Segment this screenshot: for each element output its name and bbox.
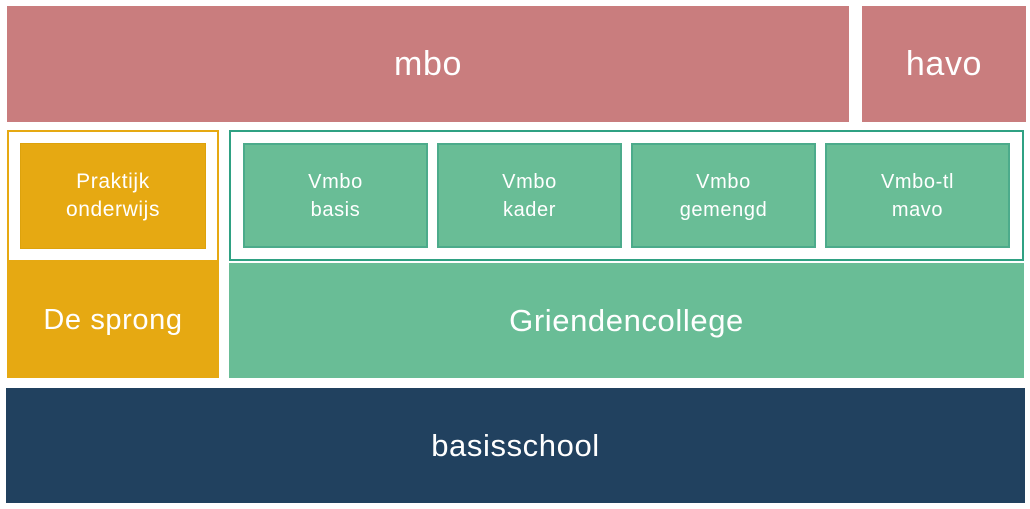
block-havo-label: havo	[905, 44, 983, 83]
block-vmbo-gemengd-label: Vmbo gemengd	[679, 170, 768, 221]
block-de-sprong-label: De sprong	[43, 303, 183, 336]
block-griendencollege-label: Griendencollege	[509, 302, 744, 338]
block-de-sprong: De sprong	[7, 262, 219, 378]
block-vmbo-basis: Vmbo basis	[243, 143, 428, 248]
block-vmbo-basis-label: Vmbo basis	[308, 170, 363, 221]
block-havo: havo	[862, 6, 1026, 122]
block-vmbo-tl-mavo-label: Vmbo-tl mavo	[880, 170, 955, 221]
block-mbo-label: mbo	[394, 44, 462, 83]
block-vmbo-kader: Vmbo kader	[437, 143, 622, 248]
block-vmbo-tl-mavo: Vmbo-tl mavo	[825, 143, 1010, 248]
praktijk-onderwijs-outline: Praktijk onderwijs	[7, 130, 219, 262]
block-vmbo-kader-label: Vmbo kader	[502, 170, 557, 221]
block-vmbo-gemengd: Vmbo gemengd	[631, 143, 816, 248]
block-griendencollege: Griendencollege	[229, 263, 1024, 378]
block-mbo: mbo	[7, 6, 849, 122]
block-praktijk-onderwijs-label: Praktijk onderwijs	[65, 169, 161, 221]
vmbo-group-outline: Vmbo basis Vmbo kader Vmbo gemengd Vmbo-…	[229, 130, 1024, 261]
block-basisschool: basisschool	[6, 388, 1025, 503]
block-basisschool-label: basisschool	[431, 427, 600, 463]
block-praktijk-onderwijs: Praktijk onderwijs	[20, 143, 206, 249]
